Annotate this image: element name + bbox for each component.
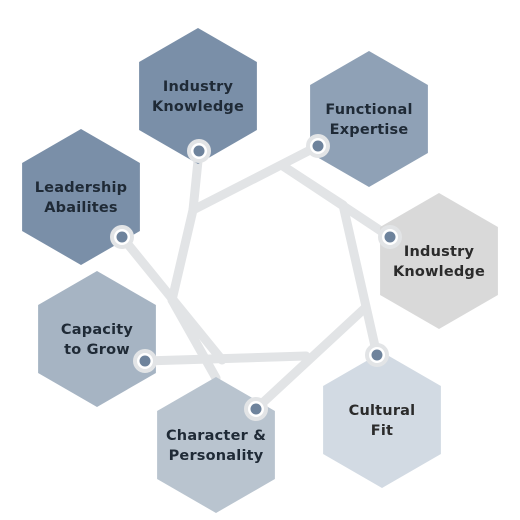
connector-dot <box>193 145 205 157</box>
hexagon-shape <box>22 129 140 265</box>
hexagon-shape <box>139 28 257 164</box>
hex-label-line: Expertise <box>330 122 409 138</box>
connector-line <box>251 303 370 414</box>
hex-label-line: Functional <box>325 102 412 118</box>
hex-node-capacity-to-grow: Capacity to Grow <box>38 271 156 407</box>
hexagon-shape <box>323 352 441 488</box>
connector-dot <box>116 231 128 243</box>
connector-dot <box>384 231 396 243</box>
hexagon-shape <box>380 193 498 329</box>
connector-dots <box>110 134 402 421</box>
hex-label-line: Cultural <box>349 403 416 419</box>
hex-label-line: Abailites <box>44 200 118 216</box>
connector-line <box>140 351 311 366</box>
connector-line <box>167 205 198 305</box>
hex-label-line: to Grow <box>64 342 130 358</box>
hex-label-line: Fit <box>371 423 393 439</box>
connector-dot <box>250 403 262 415</box>
connector-lines <box>117 141 395 414</box>
hex-label-line: Character & <box>166 428 266 444</box>
connector-dot <box>312 140 324 152</box>
hex-label-line: Capacity <box>61 322 133 338</box>
hexagon-shape <box>310 51 428 187</box>
hex-label-line: Leadership <box>35 180 128 196</box>
connector-line <box>278 161 348 210</box>
hex-label-line: Personality <box>169 448 264 464</box>
hex-label-line: Industry <box>404 244 475 260</box>
hex-label-line: Knowledge <box>393 264 485 280</box>
connector-dot <box>371 349 383 361</box>
hex-label-line: Knowledge <box>152 99 244 115</box>
connector-line <box>188 141 323 215</box>
connector-line <box>167 295 221 383</box>
hexagon-shape <box>38 271 156 407</box>
connector-line <box>338 200 382 360</box>
connector-dot <box>139 355 151 367</box>
hex-label-line: Industry <box>163 79 234 95</box>
